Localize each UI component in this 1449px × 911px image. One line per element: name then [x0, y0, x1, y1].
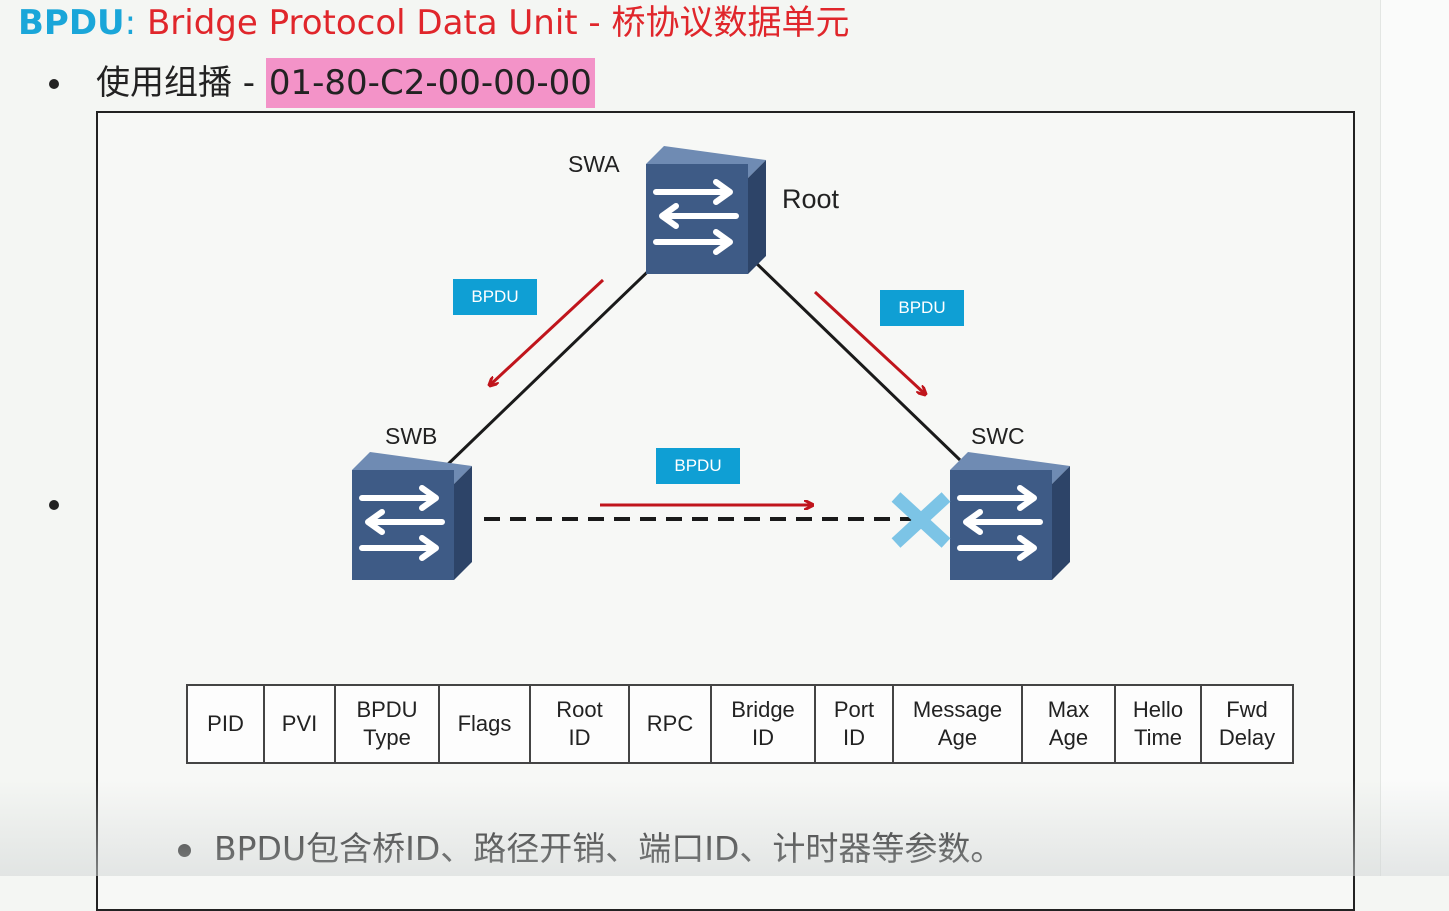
link-swa-swb [442, 253, 667, 470]
switch-icon [352, 452, 472, 580]
slide-title: BPDU: Bridge Protocol Data Unit - 桥协议数据单… [18, 0, 850, 46]
title-abbreviation: BPDU [18, 3, 125, 43]
side-panel [1380, 0, 1449, 876]
field-rpc: RPC [628, 684, 712, 764]
device-label-swa: SWA [568, 151, 620, 177]
bpdu-arrow-swa-to-swb [490, 278, 605, 385]
device-label-swc: SWC [971, 423, 1025, 449]
field-flags: Flags [438, 684, 531, 764]
bpdu-format-table: PID PVI BPDU Type Flags Root ID RPC Brid… [186, 684, 1294, 764]
title-full-name: Bridge Protocol Data Unit - 桥协议数据单元 [136, 3, 850, 43]
field-message-age: Message Age [892, 684, 1023, 764]
link-swa-swc [753, 260, 962, 462]
field-fwd-delay: Fwd Delay [1200, 684, 1294, 764]
field-bpdu-type: BPDU Type [334, 684, 440, 764]
bpdu-tag: BPDU [880, 290, 964, 326]
field-hello-time: Hello Time [1114, 684, 1202, 764]
device-label-swb: SWB [385, 423, 438, 449]
field-bridge-id: Bridge ID [710, 684, 816, 764]
bpdu-contents-bullet: BPDU包含桥ID、路径开销、端口ID、计时器等参数。 [214, 829, 1004, 868]
field-pid: PID [186, 684, 265, 764]
bullet-dot [49, 500, 59, 510]
multicast-label: 使用组播 - [96, 63, 266, 103]
field-pvi: PVI [263, 684, 336, 764]
x-mark-icon [891, 492, 951, 548]
field-port-id: Port ID [814, 684, 894, 764]
bpdu-tag: BPDU [453, 279, 537, 315]
table-row: PID PVI BPDU Type Flags Root ID RPC Brid… [186, 684, 1294, 764]
bpdu-tag: BPDU [656, 448, 740, 484]
root-bridge-label: Root [782, 184, 840, 214]
bullet-dot [178, 844, 191, 857]
field-root-id: Root ID [529, 684, 630, 764]
bpdu-arrow-swa-to-swc [813, 290, 925, 394]
multicast-bullet: 使用组播 - 01-80-C2-00-00-00 [96, 58, 595, 108]
topology-diagram [0, 0, 1449, 876]
field-max-age: Max Age [1021, 684, 1116, 764]
switch-icon [950, 452, 1070, 580]
title-colon: : [124, 3, 137, 43]
multicast-mac-address: 01-80-C2-00-00-00 [265, 58, 595, 108]
switch-icon [646, 146, 766, 274]
bullet-dot [49, 79, 59, 89]
